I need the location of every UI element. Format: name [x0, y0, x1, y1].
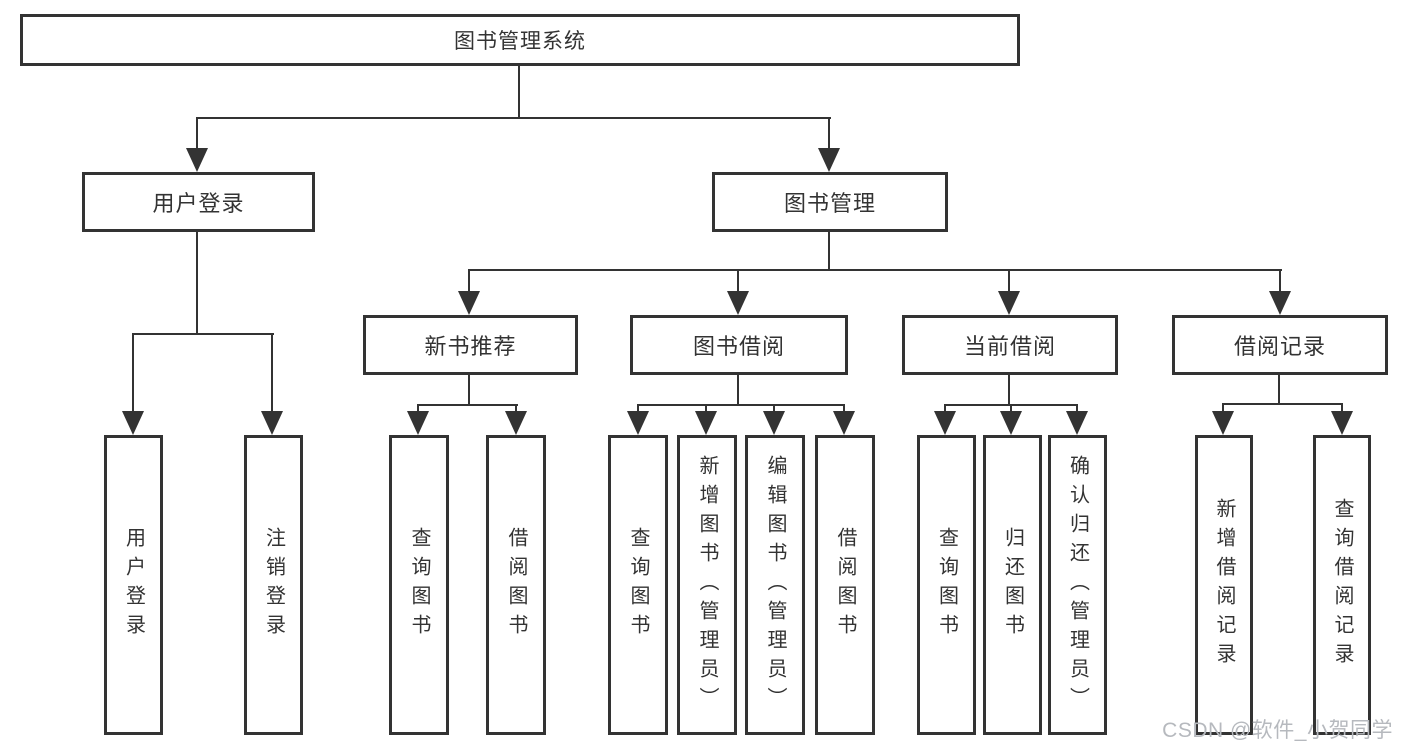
leaf-query-books-3: 查询图书	[917, 435, 976, 735]
connector-stem	[944, 404, 946, 414]
arrow-down-icon	[261, 411, 283, 435]
arrow-down-icon	[1000, 411, 1022, 435]
node-library-system: 图书管理系统	[20, 14, 1020, 66]
arrow-down-icon	[1269, 291, 1291, 315]
connector-stem	[843, 404, 845, 414]
leaf-edit-books-admin: 编辑图书（管理员）	[745, 435, 805, 735]
leaf-add-borrow-record: 新增借阅记录	[1195, 435, 1253, 735]
connector-stem	[1222, 403, 1224, 414]
connector-stem	[132, 333, 134, 413]
leaf-label: 借阅图书	[505, 527, 527, 643]
leaf-label: 新增图书（管理员）	[696, 454, 718, 716]
leaf-confirm-return-admin: 确认归还（管理员）	[1048, 435, 1107, 735]
connector-stem	[637, 404, 639, 414]
node-new-book-recommend: 新书推荐	[363, 315, 578, 375]
arrow-down-icon	[833, 411, 855, 435]
leaf-logout: 注销登录	[244, 435, 303, 735]
arrow-down-icon	[934, 411, 956, 435]
connector-stem	[705, 404, 707, 414]
leaf-label: 查询图书	[627, 527, 649, 643]
connector-trunk	[468, 375, 470, 406]
leaf-query-borrow-record: 查询借阅记录	[1313, 435, 1371, 735]
arrow-down-icon	[627, 411, 649, 435]
arrow-down-icon	[186, 148, 208, 172]
arrow-down-icon	[998, 291, 1020, 315]
connector-stem	[515, 404, 517, 414]
node-book-management: 图书管理	[712, 172, 948, 232]
leaf-label: 新增借阅记录	[1213, 498, 1235, 672]
connector-stem	[271, 333, 273, 413]
leaf-label: 确认归还（管理员）	[1066, 454, 1089, 716]
arrow-down-icon	[763, 411, 785, 435]
connector-stem	[1279, 269, 1281, 294]
connector-stem	[417, 404, 419, 414]
node-borrowing-records: 借阅记录	[1172, 315, 1388, 375]
leaf-add-books-admin: 新增图书（管理员）	[677, 435, 737, 735]
leaf-borrow-books-1: 借阅图书	[486, 435, 546, 735]
leaf-label: 用户登录	[122, 527, 145, 643]
connector-root-bus	[196, 117, 831, 119]
arrow-down-icon	[818, 148, 840, 172]
connector-stem	[1341, 403, 1343, 414]
node-book-borrowing: 图书借阅	[630, 315, 848, 375]
leaf-borrow-books-2: 借阅图书	[815, 435, 875, 735]
watermark: CSDN @软件_小贺同学	[1162, 719, 1393, 742]
connector-bus	[417, 404, 518, 406]
leaf-label: 查询图书	[408, 527, 430, 643]
leaf-label: 查询借阅记录	[1331, 498, 1353, 672]
leaf-label: 借阅图书	[834, 527, 856, 643]
arrow-down-icon	[122, 411, 144, 435]
connector-stem	[196, 117, 198, 150]
connector-bus	[637, 404, 845, 406]
connector-trunk	[1278, 375, 1280, 405]
connector-bus	[132, 333, 274, 335]
arrow-down-icon	[1212, 411, 1234, 435]
connector-trunk	[737, 375, 739, 406]
leaf-label: 注销登录	[262, 527, 285, 643]
arrow-down-icon	[727, 291, 749, 315]
connector-stem	[1008, 269, 1010, 294]
connector-root-trunk	[518, 66, 520, 119]
leaf-return-books: 归还图书	[983, 435, 1042, 735]
connector-stem	[1010, 404, 1012, 414]
connector-trunk	[196, 232, 198, 335]
connector-trunk	[828, 232, 830, 271]
arrow-down-icon	[505, 411, 527, 435]
leaf-query-books-1: 查询图书	[389, 435, 449, 735]
node-user-login: 用户登录	[82, 172, 315, 232]
leaf-query-books-2: 查询图书	[608, 435, 668, 735]
leaf-label: 查询图书	[935, 527, 958, 643]
connector-stem	[1076, 404, 1078, 414]
arrow-down-icon	[1331, 411, 1353, 435]
connector-trunk	[1008, 375, 1010, 406]
connector-stem	[468, 269, 470, 294]
leaf-user-login: 用户登录	[104, 435, 163, 735]
arrow-down-icon	[407, 411, 429, 435]
arrow-down-icon	[1066, 411, 1088, 435]
leaf-label: 归还图书	[1001, 527, 1024, 643]
connector-stem	[737, 269, 739, 294]
connector-stem	[828, 117, 830, 150]
leaf-label: 编辑图书（管理员）	[764, 454, 786, 716]
connector-stem	[773, 404, 775, 414]
connector-bus	[1222, 403, 1343, 405]
node-current-borrowing: 当前借阅	[902, 315, 1118, 375]
arrow-down-icon	[458, 291, 480, 315]
arrow-down-icon	[695, 411, 717, 435]
connector-bus	[468, 269, 1282, 271]
